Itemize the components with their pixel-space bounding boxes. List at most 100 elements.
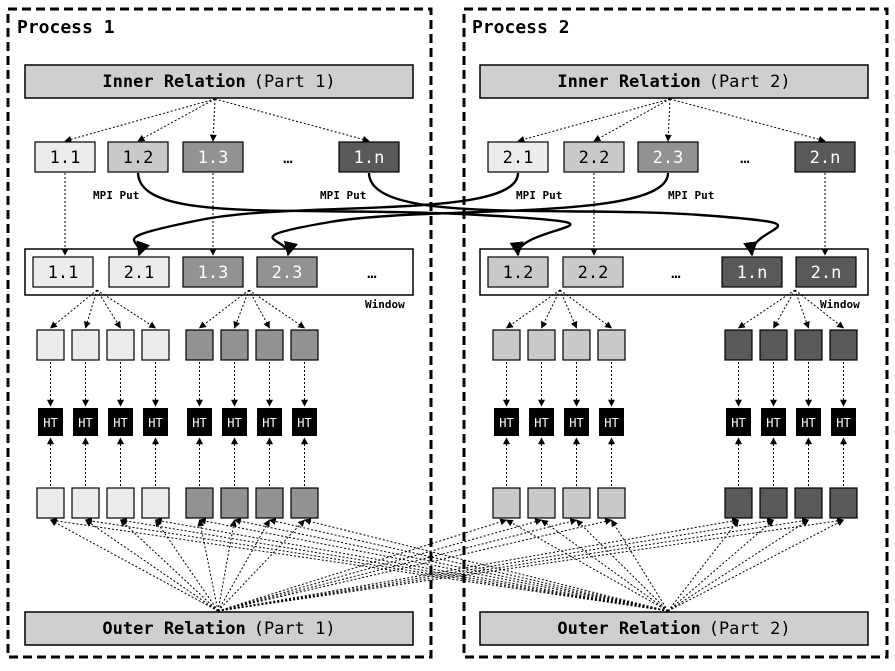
p1-partition-2-label: 1.2 <box>123 148 154 168</box>
inner-relation-1-part: (Part 1) <box>254 72 336 92</box>
outer1-to-p2-probe-3 <box>217 518 578 612</box>
p2-hash-table-label-8: HT <box>836 416 850 430</box>
p2-hash-table-6 <box>761 408 786 436</box>
p2-probe-bucket-7 <box>794 487 823 519</box>
outer2-to-p1-probe-3 <box>119 517 669 612</box>
p2-probe-bucket-1 <box>492 487 521 519</box>
outer2-to-p2-probe-3 <box>576 519 669 612</box>
outer2-to-p1-probe-1 <box>49 517 669 612</box>
p1-window-cell-3-label: 1.3 <box>198 263 229 283</box>
p2-hash-table-1 <box>494 408 519 436</box>
p1-probe-bucket-7 <box>255 487 284 519</box>
p2-hash-table-3 <box>564 408 589 436</box>
outer-relation-2-part: (Part 2) <box>709 619 791 639</box>
p2-window-cell-1-label: 1.2 <box>503 263 534 283</box>
p2-build-bucket-6 <box>759 329 788 361</box>
p1-partition-3-box <box>182 141 244 173</box>
p2-probe-bucket-3 <box>562 487 591 519</box>
p1-inner-to-partition-arrow-3 <box>209 98 217 142</box>
window-2-label: Window <box>820 298 860 311</box>
p1-inner-to-partition-arrow-1 <box>64 98 216 143</box>
p2-window-cell-4-label: 1.n <box>737 263 768 283</box>
p2-partition-1-label: 2.1 <box>503 148 534 168</box>
p2-hash-table-label-2: HT <box>534 416 548 430</box>
p2-inner-to-partition-arrow-1 <box>517 98 671 143</box>
outer2-to-p2-probe-6 <box>667 519 775 612</box>
p2-build-bucket-2 <box>527 329 556 361</box>
inner-relation-2-bar <box>479 64 869 99</box>
outer-relation-1-part: (Part 1) <box>254 619 336 639</box>
mpi-put-label-2a: MPI Put <box>516 189 562 202</box>
p1-partition-1-box <box>34 141 96 173</box>
p1-hash-table-label-8: HT <box>297 416 311 430</box>
outer2-to-p2-probe-5 <box>667 519 739 612</box>
p2-window-fanout-2-3 <box>794 289 810 329</box>
p2-build-bucket-5 <box>724 329 753 361</box>
p2-inner-to-partition-arrow-3 <box>664 98 672 142</box>
p1-build-bucket-1 <box>36 329 65 361</box>
mpi-put-curve-1-2-to-p2 <box>136 172 572 257</box>
p2-hash-table-label-7: HT <box>801 416 815 430</box>
outer-relation-1-bar <box>24 611 414 646</box>
p2-hash-table-8 <box>831 408 856 436</box>
outer-relation-2-label: Outer Relation(Part 2) <box>557 619 790 639</box>
p1-probe-bucket-8 <box>290 487 319 519</box>
p1-inner-to-partition-arrow-5 <box>214 98 370 143</box>
outer1-to-p2-probe-4 <box>217 518 613 612</box>
p2-partition-2-label: 2.2 <box>579 148 610 168</box>
p1-window-fanout-2-1 <box>198 289 250 329</box>
p1-window-cell-3-box <box>182 256 244 288</box>
outer1-to-p2-probe-1 <box>217 518 508 612</box>
inner-relation-2-name: Inner Relation <box>557 72 700 92</box>
p2-hash-table-label-3: HT <box>569 416 583 430</box>
p1-partition-ellipsis: … <box>283 148 293 167</box>
p2-hash-table-4 <box>599 408 624 436</box>
outer1-to-p1-probe-4 <box>155 519 219 612</box>
p1-window-cell-1-label: 1.1 <box>48 263 79 283</box>
p1-hash-table-8 <box>292 408 317 436</box>
process-2-container <box>462 7 889 659</box>
p1-window-fanout-2-3 <box>248 289 270 329</box>
p2-probe-bucket-5 <box>724 487 753 519</box>
process-2-title: Process 2 <box>472 17 570 38</box>
inner-relation-1-name: Inner Relation <box>102 72 245 92</box>
mpi-put-label-2b: MPI Put <box>668 189 714 202</box>
p2-window-ellipsis: … <box>671 263 681 282</box>
p2-hash-table-label-1: HT <box>499 416 513 430</box>
p2-partition-ellipsis: … <box>740 148 750 167</box>
p1-hash-table-2 <box>73 408 98 436</box>
outer2-to-p1-probe-4 <box>154 517 669 612</box>
outer2-to-p2-probe-1 <box>505 519 669 612</box>
p2-window-cell-2-box <box>562 256 624 288</box>
mpi-put-curve-1-n-to-p2 <box>367 172 780 257</box>
outer1-to-p1-probe-1 <box>49 519 219 612</box>
p1-build-bucket-3 <box>106 329 135 361</box>
p1-build-bucket-6 <box>220 329 249 361</box>
outer1-to-p1-probe-6 <box>217 519 237 612</box>
p2-partition-5-label: 2.n <box>810 148 841 168</box>
p2-build-bucket-4 <box>597 329 626 361</box>
p2-build-bucket-7 <box>794 329 823 361</box>
p2-hash-table-label-6: HT <box>766 416 780 430</box>
p1-partition-3-label: 1.3 <box>198 148 229 168</box>
outer2-to-p1-probe-7 <box>268 517 669 612</box>
p1-hash-table-7 <box>257 408 282 436</box>
p1-probe-bucket-4 <box>141 487 170 519</box>
outer2-to-p1-probe-8 <box>303 518 669 612</box>
inner-relation-2-label: Inner Relation(Part 2) <box>557 72 790 92</box>
p1-window-cell-2-label: 2.1 <box>124 263 155 283</box>
p1-window-cell-2-box <box>108 256 170 288</box>
p2-partition-3-box <box>637 141 699 173</box>
outer-relation-1-name: Outer Relation <box>102 619 245 639</box>
p2-window-cell-1-box <box>487 256 549 288</box>
p1-hash-table-3 <box>108 408 133 436</box>
outer-relation-1-label: Outer Relation (Part 1) <box>102 619 335 639</box>
p1-probe-bucket-5 <box>185 487 214 519</box>
p1-probe-bucket-2 <box>71 487 100 519</box>
p2-window-cell-5-label: 2.n <box>811 263 842 283</box>
p1-probe-bucket-6 <box>220 487 249 519</box>
p2-window-fanout-1-2 <box>541 289 561 329</box>
outer1-to-p2-probe-8 <box>217 517 845 612</box>
outer2-to-p1-probe-5 <box>198 517 669 612</box>
